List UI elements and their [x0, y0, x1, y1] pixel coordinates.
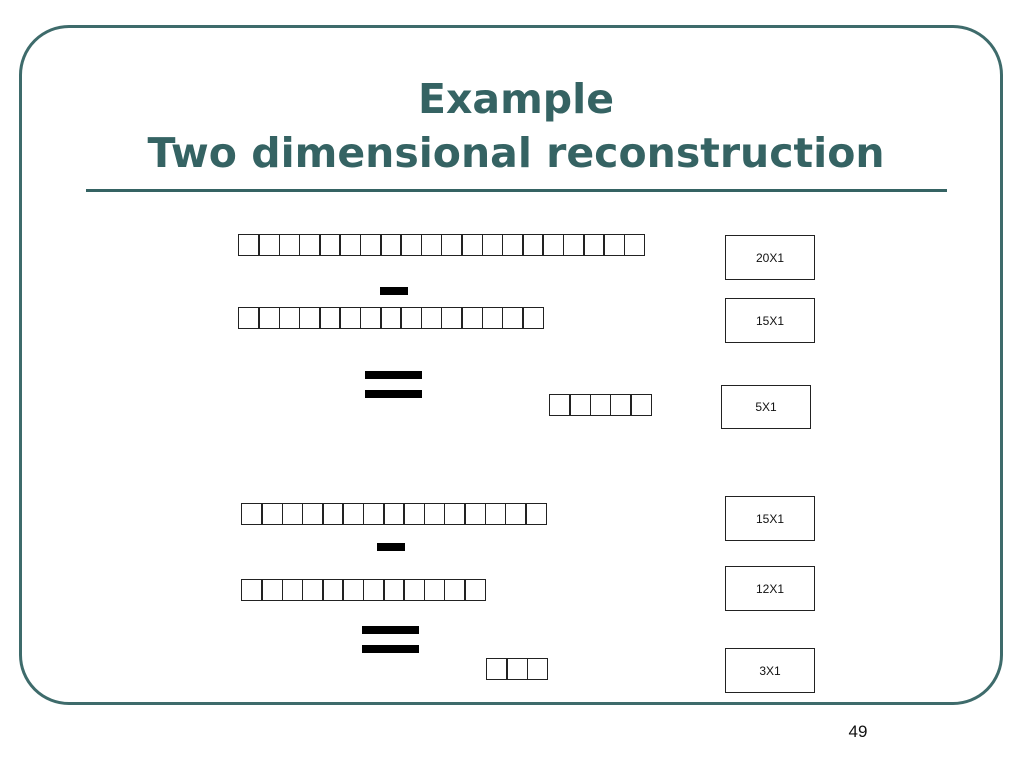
- vector-cell: [258, 234, 281, 256]
- vector-cell: [298, 307, 321, 329]
- vector-cell: [359, 307, 382, 329]
- vector-cell: [362, 503, 385, 525]
- vector-cell: [278, 307, 301, 329]
- label-20x1: 20X1: [755, 250, 785, 265]
- vector-cell: [504, 503, 527, 525]
- vector-cell: [603, 234, 626, 256]
- vector-cell: [403, 503, 426, 525]
- vector-cell: [609, 394, 632, 416]
- vector-cell: [569, 394, 592, 416]
- vector-cell: [484, 503, 507, 525]
- vector-cell: [383, 503, 405, 525]
- vector-cell: [501, 234, 524, 256]
- vector-cell: [261, 503, 284, 525]
- vector-cell: [400, 307, 423, 329]
- vector-cell: [589, 394, 612, 416]
- label-box-12x1: 12X1: [725, 566, 815, 611]
- equals-sign-2: [362, 626, 419, 654]
- vector-cell: [383, 579, 405, 601]
- vector-cell: [359, 234, 382, 256]
- vector-cell: [630, 394, 652, 416]
- title-underline: [86, 189, 947, 192]
- vector-cell: [281, 579, 304, 601]
- vector-3x1: [486, 658, 549, 680]
- label-box-15x1: 15X1: [725, 298, 815, 343]
- vector-cell: [486, 658, 508, 680]
- vector-cell: [322, 503, 344, 525]
- vector-cell: [583, 234, 605, 256]
- vector-cell: [440, 234, 463, 256]
- vector-cell: [258, 307, 281, 329]
- vector-cell: [443, 579, 466, 601]
- vector-cell: [522, 307, 544, 329]
- vector-cell: [322, 579, 344, 601]
- vector-cell: [481, 234, 504, 256]
- vector-cell: [420, 234, 443, 256]
- vector-cell: [461, 234, 484, 256]
- vector-cell: [464, 579, 487, 601]
- vector-cell: [339, 234, 362, 256]
- vector-cell: [342, 503, 365, 525]
- vector-cell: [241, 503, 263, 525]
- vector-cell: [461, 307, 484, 329]
- vector-cell: [623, 234, 646, 256]
- vector-cell: [423, 579, 446, 601]
- label-5x1: 5X1: [755, 400, 777, 414]
- vector-cell: [440, 307, 463, 329]
- vector-cell: [423, 503, 446, 525]
- minus-sign-2: [377, 543, 405, 551]
- label-15x1: 15X1: [755, 313, 785, 328]
- vector-cell: [443, 503, 466, 525]
- vector-cell: [281, 503, 304, 525]
- vector-15x1: [238, 307, 544, 329]
- vector-cell: [261, 579, 284, 601]
- title-line-1: Example: [417, 75, 615, 123]
- vector-5x1: [549, 394, 652, 416]
- vector-cell: [362, 579, 385, 601]
- vector-cell: [526, 658, 549, 680]
- vector-cell: [403, 579, 426, 601]
- page-number: 49: [848, 722, 868, 741]
- vector-cell: [238, 234, 260, 256]
- minus-sign-1: [380, 287, 408, 295]
- vector-cell: [342, 579, 365, 601]
- vector-cell: [525, 503, 547, 525]
- vector-cell: [241, 579, 263, 601]
- vector-cell: [319, 234, 341, 256]
- slide-title: Example Two dimensional reconstruction: [86, 72, 946, 180]
- vector-cell: [501, 307, 524, 329]
- vector-12x1: [241, 579, 487, 601]
- label-15x1-b: 15X1: [755, 511, 785, 526]
- label-box-15x1-b: 15X1: [725, 496, 815, 541]
- vector-cell: [301, 503, 324, 525]
- vector-cell: [549, 394, 571, 416]
- vector-cell: [420, 307, 443, 329]
- vector-cell: [464, 503, 487, 525]
- vector-cell: [238, 307, 260, 329]
- title-line-2: Two dimensional reconstruction: [147, 129, 885, 177]
- vector-cell: [278, 234, 301, 256]
- label-box-3x1: 3X1: [725, 648, 815, 693]
- label-box-20x1: 20X1: [725, 235, 815, 280]
- vector-cell: [562, 234, 585, 256]
- vector-20x1: [238, 234, 646, 256]
- slide-frame: [19, 25, 1003, 705]
- vector-cell: [298, 234, 321, 256]
- label-3x1: 3X1: [759, 663, 781, 678]
- vector-cell: [522, 234, 544, 256]
- vector-cell: [339, 307, 362, 329]
- equals-sign-1: [365, 371, 422, 399]
- label-box-5x1: 5X1: [721, 385, 811, 429]
- vector-cell: [542, 234, 565, 256]
- vector-cell: [506, 658, 529, 680]
- vector-cell: [380, 234, 402, 256]
- label-12x1: 12X1: [755, 581, 785, 596]
- vector-cell: [319, 307, 341, 329]
- vector-cell: [301, 579, 324, 601]
- vector-cell: [380, 307, 402, 329]
- vector-cell: [400, 234, 423, 256]
- vector-15x1-b: [241, 503, 547, 525]
- vector-cell: [481, 307, 504, 329]
